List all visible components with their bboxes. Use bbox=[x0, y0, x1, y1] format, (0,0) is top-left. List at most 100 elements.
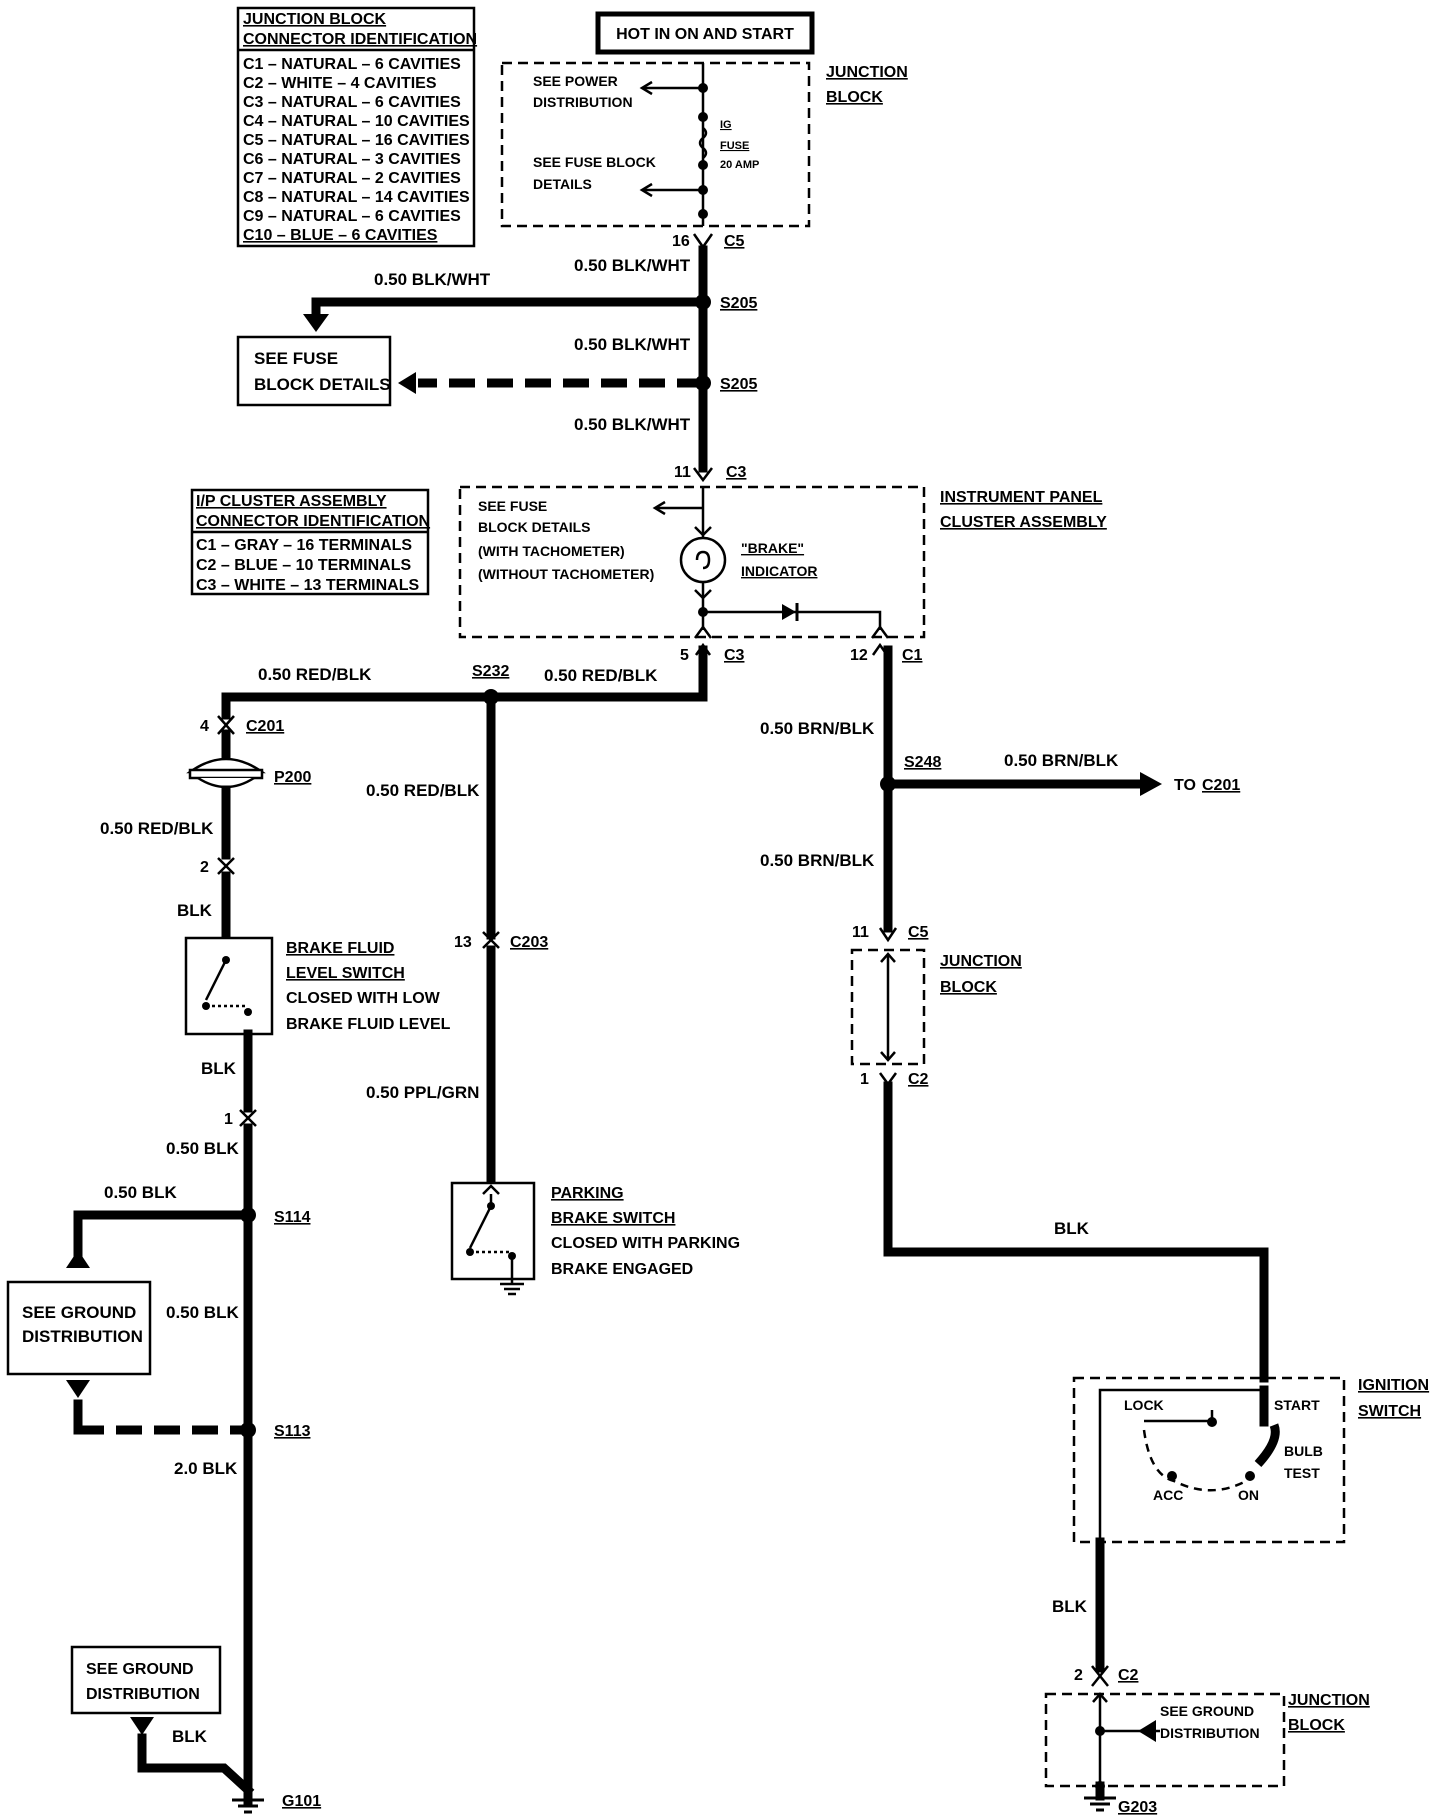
jb-table-row: C9 – NATURAL – 6 CAVITIES bbox=[243, 208, 461, 225]
conn-c3: C3 bbox=[726, 464, 747, 481]
arrow-up-icon bbox=[66, 1250, 90, 1268]
jb-table-row: C2 – WHITE – 4 CAVITIES bbox=[243, 75, 437, 92]
fuse-text: FUSE bbox=[720, 140, 749, 152]
wire-label: 0.50 BRN/BLK bbox=[1004, 751, 1119, 770]
conn-c2-bottom: C2 bbox=[1118, 1667, 1139, 1684]
wire-label: BLK bbox=[1052, 1597, 1088, 1616]
wire-label: 0.50 BLK/WHT bbox=[374, 270, 491, 289]
wire-label: 0.50 BLK bbox=[104, 1183, 177, 1202]
jb-table-row: C10 – BLUE – 6 CAVITIES bbox=[243, 227, 438, 244]
splice-s113 bbox=[240, 1422, 256, 1438]
ground-g101-icon bbox=[232, 1798, 264, 1814]
junction-block-top: SEE POWER DISTRIBUTION IG FUSE 20 AMP SE… bbox=[500, 61, 908, 228]
ignition-title-2: SWITCH bbox=[1358, 1403, 1421, 1420]
arrow-down-icon bbox=[66, 1380, 90, 1398]
wire-label: 0.50 BLK/WHT bbox=[574, 335, 691, 354]
instrument-panel-cluster: SEE FUSE BLOCK DETAILS (WITH TACHOMETER)… bbox=[458, 485, 1107, 639]
splice-label: S114 bbox=[274, 1209, 311, 1226]
cluster-fuse-text: (WITHOUT TACHOMETER) bbox=[478, 566, 654, 582]
junction-bottom-title-1: JUNCTION bbox=[1288, 1692, 1370, 1709]
see-fuse-block-text: SEE FUSE BLOCK bbox=[533, 154, 656, 170]
conn-c1-12: C1 bbox=[902, 647, 923, 664]
ignition-title-1: IGNITION bbox=[1358, 1377, 1429, 1394]
gd-text: SEE GROUND bbox=[22, 1303, 136, 1322]
conn-c203: C203 bbox=[510, 934, 548, 951]
brake-indicator-label: "BRAKE" bbox=[741, 540, 804, 556]
hot-label: HOT IN ON AND START bbox=[616, 26, 794, 43]
ip-table-title-1: I/P CLUSTER ASSEMBLY bbox=[196, 493, 387, 510]
fuse-amp-text: 20 AMP bbox=[720, 159, 759, 171]
wire-label: 0.50 PPL/GRN bbox=[366, 1083, 479, 1102]
ip-table-title-2: CONNECTOR IDENTIFICATION bbox=[196, 513, 430, 530]
pin-1: 1 bbox=[860, 1071, 869, 1088]
pin-11: 11 bbox=[674, 464, 691, 481]
conn-c2: C2 bbox=[908, 1071, 929, 1088]
g101-label: G101 bbox=[282, 1793, 321, 1810]
jb-table-row: C1 – NATURAL – 6 CAVITIES bbox=[243, 56, 461, 73]
details-text: DETAILS bbox=[533, 176, 592, 192]
parking-desc-1: CLOSED WITH PARKING bbox=[551, 1235, 740, 1252]
pin-2: 2 bbox=[1074, 1667, 1083, 1684]
arrow-left-icon bbox=[398, 372, 416, 394]
cluster-title-2: CLUSTER ASSEMBLY bbox=[940, 514, 1107, 531]
jb-table-row: C7 – NATURAL – 2 CAVITIES bbox=[243, 170, 461, 187]
parking-brake-switch bbox=[450, 1181, 536, 1296]
ip-table-row: C1 – GRAY – 16 TERMINALS bbox=[196, 537, 412, 554]
conn-c201: C201 bbox=[246, 718, 284, 735]
ground-g203-icon bbox=[1084, 1796, 1116, 1812]
see-ground-distribution-box-1 bbox=[6, 1280, 152, 1376]
p200-passthrough-icon bbox=[186, 729, 266, 860]
arrow-down-icon bbox=[303, 314, 329, 332]
see-power-text: SEE POWER bbox=[533, 73, 618, 89]
bulb-label: BULB bbox=[1284, 1443, 1323, 1459]
junction-mid-title-2: BLOCK bbox=[940, 979, 997, 996]
cluster-fuse-text: SEE FUSE bbox=[478, 498, 547, 514]
wire-label: 0.50 BLK/WHT bbox=[574, 415, 691, 434]
splice-label: S113 bbox=[274, 1423, 311, 1440]
cluster-fuse-text: BLOCK DETAILS bbox=[478, 519, 591, 535]
ignition-switch bbox=[1072, 1376, 1346, 1544]
pin-16: 16 bbox=[672, 233, 690, 250]
jb-table-title-1: JUNCTION BLOCK bbox=[243, 11, 387, 28]
parking-title-1: PARKING bbox=[551, 1185, 624, 1202]
junction-block-mid bbox=[850, 948, 926, 1066]
conn-c5-mid: C5 bbox=[908, 924, 929, 941]
diode-icon bbox=[782, 604, 796, 620]
pin-1: 1 bbox=[224, 1111, 233, 1128]
junction-mid-title-1: JUNCTION bbox=[940, 953, 1022, 970]
see-ground-distribution-box-2 bbox=[70, 1645, 222, 1715]
distribution-text: DISTRIBUTION bbox=[533, 94, 633, 110]
connector-c5-11 bbox=[878, 927, 898, 943]
junction-bottom-title-2: BLOCK bbox=[1288, 1717, 1345, 1734]
splice-label: S232 bbox=[472, 663, 509, 680]
hot-in-on-and-start-box: HOT IN ON AND START bbox=[595, 11, 815, 55]
block-details-text: BLOCK DETAILS bbox=[254, 375, 391, 394]
brake-fluid-level-switch bbox=[184, 936, 274, 1036]
pin-2: 2 bbox=[200, 859, 209, 876]
connector-c5-top bbox=[692, 233, 714, 250]
to-text: TO bbox=[1174, 777, 1196, 794]
cluster-fuse-text: (WITH TACHOMETER) bbox=[478, 543, 625, 559]
jb-table-row: C6 – NATURAL – 3 CAVITIES bbox=[243, 151, 461, 168]
pin-4: 4 bbox=[200, 718, 209, 735]
wire-label: 0.50 RED/BLK bbox=[258, 665, 372, 684]
wire-label: BLK bbox=[201, 1059, 237, 1078]
brake-fluid-desc-1: CLOSED WITH LOW bbox=[286, 990, 441, 1007]
see-fuse-block-details-box bbox=[236, 335, 392, 407]
wire-label: BLK bbox=[177, 901, 213, 920]
acc-label: ACC bbox=[1153, 1487, 1183, 1503]
conn-c3-5: C3 bbox=[724, 647, 745, 664]
gd-text: SEE GROUND bbox=[86, 1661, 194, 1678]
arrow-right-icon bbox=[1140, 772, 1162, 796]
ip-cluster-connector-table: I/P CLUSTER ASSEMBLY CONNECTOR IDENTIFIC… bbox=[190, 488, 430, 596]
brake-indicator-lamp-icon bbox=[679, 536, 727, 584]
to-conn: C201 bbox=[1202, 777, 1240, 794]
parking-title-2: BRAKE SWITCH bbox=[551, 1210, 675, 1227]
wire-label: 0.50 BRN/BLK bbox=[760, 851, 875, 870]
jb-table-row: C8 – NATURAL – 14 CAVITIES bbox=[243, 189, 470, 206]
wire-label: BLK bbox=[172, 1727, 208, 1746]
jb-table-row: C5 – NATURAL – 16 CAVITIES bbox=[243, 132, 470, 149]
brake-fluid-desc-2: BRAKE FLUID LEVEL bbox=[286, 1016, 451, 1033]
